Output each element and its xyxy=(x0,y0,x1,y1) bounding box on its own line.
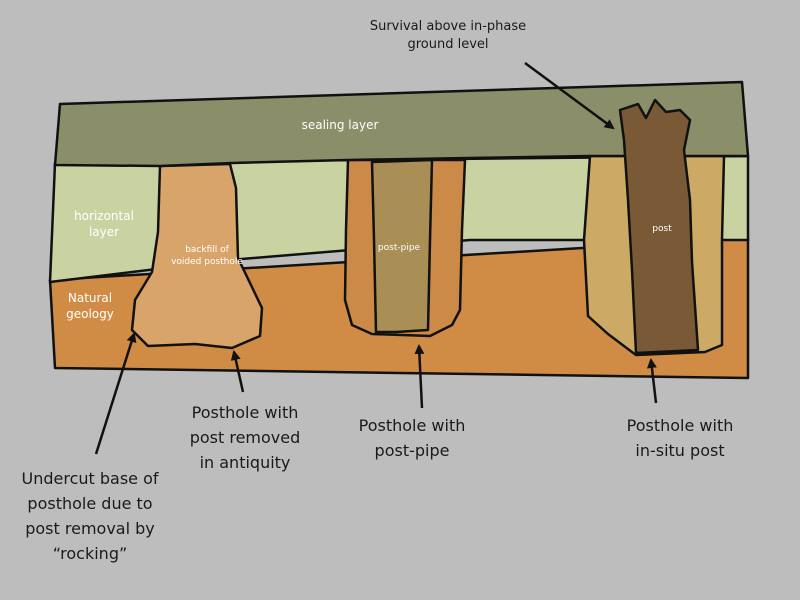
backfill-posthole xyxy=(130,162,264,350)
backfill-label-line1: backfill of xyxy=(185,245,229,255)
survival-annotation-line2: ground level xyxy=(407,37,488,52)
post-pipe xyxy=(370,158,434,334)
natural-geology-label-line1: Natural xyxy=(68,291,112,305)
undercut-annotation-line2: posthole due to xyxy=(27,494,152,513)
backfill-label-line2: voided posthole xyxy=(171,257,243,267)
sealing-layer xyxy=(53,80,750,168)
survival-arrow xyxy=(524,61,615,130)
undercut-annotation-line3: post removal by xyxy=(25,519,155,538)
undercut-arrow xyxy=(94,332,137,455)
undercut-annotation-line4: “rocking” xyxy=(53,544,128,563)
insitu-annotation-line2: in-situ post xyxy=(635,441,724,460)
insitu-annotation-line1: Posthole with xyxy=(627,416,734,435)
removed-annotation-line1: Posthole with xyxy=(192,403,299,422)
undercut-annotation-line1: Undercut base of xyxy=(21,469,158,488)
pipe-annotation-line1: Posthole with xyxy=(359,416,466,435)
natural-geology-label-line2: geology xyxy=(66,307,114,321)
removed-arrow xyxy=(230,350,245,393)
sealing-layer-label: sealing layer xyxy=(302,118,379,132)
post-label: post xyxy=(652,224,672,234)
post-pipe-label: post-pipe xyxy=(378,243,421,253)
pipe-arrow xyxy=(414,344,425,409)
removed-annotation-line3: in antiquity xyxy=(200,453,291,472)
survival-annotation-line1: Survival above in-phase xyxy=(370,19,526,34)
horizontal-layer-label-line2: layer xyxy=(89,225,119,239)
horizontal-layer-label-line1: horizontal xyxy=(74,209,134,223)
removed-annotation-line2: post removed xyxy=(190,428,301,447)
pipe-annotation-line2: post-pipe xyxy=(375,441,450,460)
in-situ-post xyxy=(618,98,700,355)
insitu-arrow xyxy=(646,358,658,404)
